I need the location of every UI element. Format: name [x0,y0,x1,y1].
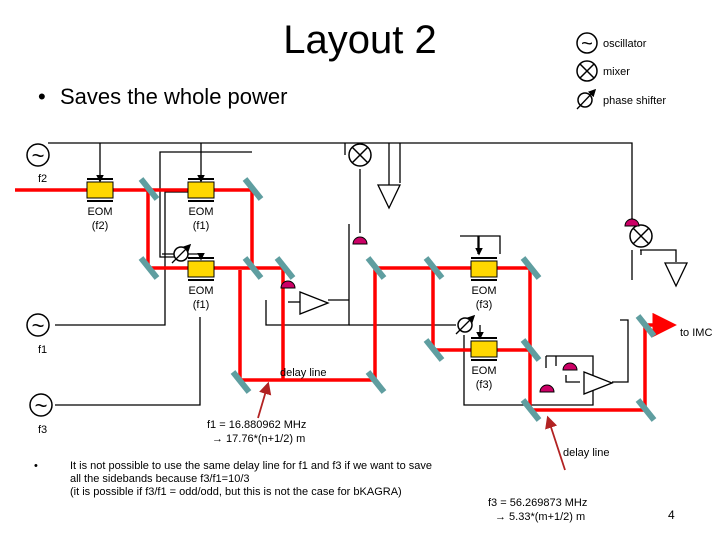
source-label-f2: f2 [38,173,47,185]
main-bullet-text: Saves the whole power [60,84,288,109]
note-block: It is not possible to use the same delay… [70,460,490,499]
slide-title: Layout 2 [283,18,437,62]
mirror [520,256,542,280]
svg-text:~: ~ [581,33,593,55]
filter-upper-icon [376,184,402,210]
filter-right-icon [663,262,689,288]
mirror [423,338,445,362]
svg-text:~: ~ [32,143,45,168]
eom-f2-label-line1: EOM [87,206,112,218]
legend-oscillator-label: oscillator [603,38,647,50]
eom-f3-upper-label-line2: (f3) [476,299,493,311]
eom-f3-lower-label-line1: EOM [471,365,496,377]
delay-line-label-f3: delay line [563,447,609,459]
source-label-f1: f1 [38,344,47,356]
svg-text:~: ~ [35,393,48,418]
photodiode-middle-icon [280,280,296,289]
photodiode-f3-icon [539,384,555,393]
note-line-1: It is not possible to use the same delay… [70,460,432,472]
mirror [520,338,542,362]
eom-f3-upper-label-line1: EOM [471,285,496,297]
oscillator-f3-icon: ~ [29,393,53,418]
delay-line-arrow-f3 [545,415,566,471]
mirror [230,370,252,394]
formula-f1-line2: → 17.76*(n+1/2) m [212,433,305,445]
formula-f3-line1: f3 = 56.269873 MHz [488,497,587,509]
legend: ~ oscillator mixer phase shifter [576,32,666,110]
amplifier-right-icon [583,371,614,395]
mirrors [138,177,657,422]
phase-shifters [171,243,476,335]
diagram-labels: f2 f1 f3 EOM (f2) EOM (f1) EOM (f1) EOM … [38,173,712,523]
oscillator-f1-icon: ~ [26,313,50,338]
bullet-dot: • [38,84,46,109]
photodiode-right-icon [562,362,578,371]
delay-line-arrow-f1 [257,381,272,419]
mirror [365,256,387,280]
oscillator-f2-icon: ~ [26,143,50,168]
legend-mixer-icon [576,60,598,82]
delay-line-label-f1: delay line [280,367,326,379]
source-label-f3: f3 [38,424,47,436]
eom-f2-label-line2: (f2) [92,220,109,232]
phase-shifter-f1-icon [171,243,192,264]
mixer-upper-icon [348,143,372,167]
mirror [635,314,657,338]
mirror [242,177,264,201]
legend-oscillator-icon: ~ [576,32,598,55]
mirror [242,256,264,280]
mirror [365,370,387,394]
mirror [274,256,296,280]
eom-f3-upper [470,257,498,281]
mirror [423,256,445,280]
formula-f1-line1: f1 = 16.880962 MHz [207,419,306,431]
main-bullet: • Saves the whole power [38,83,287,111]
eom-f1-lower-label-line1: EOM [188,285,213,297]
amplifier-middle-icon [299,291,330,315]
note-line-3: (it is possible if f3/f1 = odd/odd, but … [70,486,402,498]
formula-f3-line2: → 5.33*(m+1/2) m [495,511,585,523]
mirror [138,256,160,280]
to-imc-label: to IMC [680,327,712,339]
eom-f1-upper [187,178,215,202]
signal-wiring [48,142,677,406]
eom-f3-lower-label-line2: (f3) [476,379,493,391]
svg-text:~: ~ [32,313,45,338]
phase-shifter-f3-icon [455,314,476,335]
eom-f1-upper-label-line2: (f1) [193,220,210,232]
photodiode-upper-icon [352,236,368,245]
legend-phase-shifter-label: phase shifter [603,95,666,107]
amplifiers [299,291,614,395]
eom-modulators [86,178,498,361]
mixer-right-icon [629,224,653,248]
photodiode-right-top-icon [624,218,640,227]
note-line-2: all the sidebands because f3/f1=10/3 [70,473,250,485]
mirror [635,398,657,422]
oscillator-sources: ~ ~ ~ [26,143,53,418]
photodiodes [280,218,640,393]
mirror [520,398,542,422]
eom-f1-lower [187,257,215,281]
page-number: 4 [668,508,675,522]
delay-line-arrows [257,381,566,471]
lowpass-filters [376,184,689,288]
mirror [138,177,160,201]
legend-mixer-label: mixer [603,66,630,78]
eom-f3-lower [470,337,498,361]
eom-f1-upper-label-line1: EOM [188,206,213,218]
eom-f2 [86,178,114,202]
eom-f1-lower-label-line2: (f1) [193,299,210,311]
mixers [348,143,653,248]
note-bullet: • [34,460,38,472]
legend-phase-shifter-icon [576,88,597,110]
